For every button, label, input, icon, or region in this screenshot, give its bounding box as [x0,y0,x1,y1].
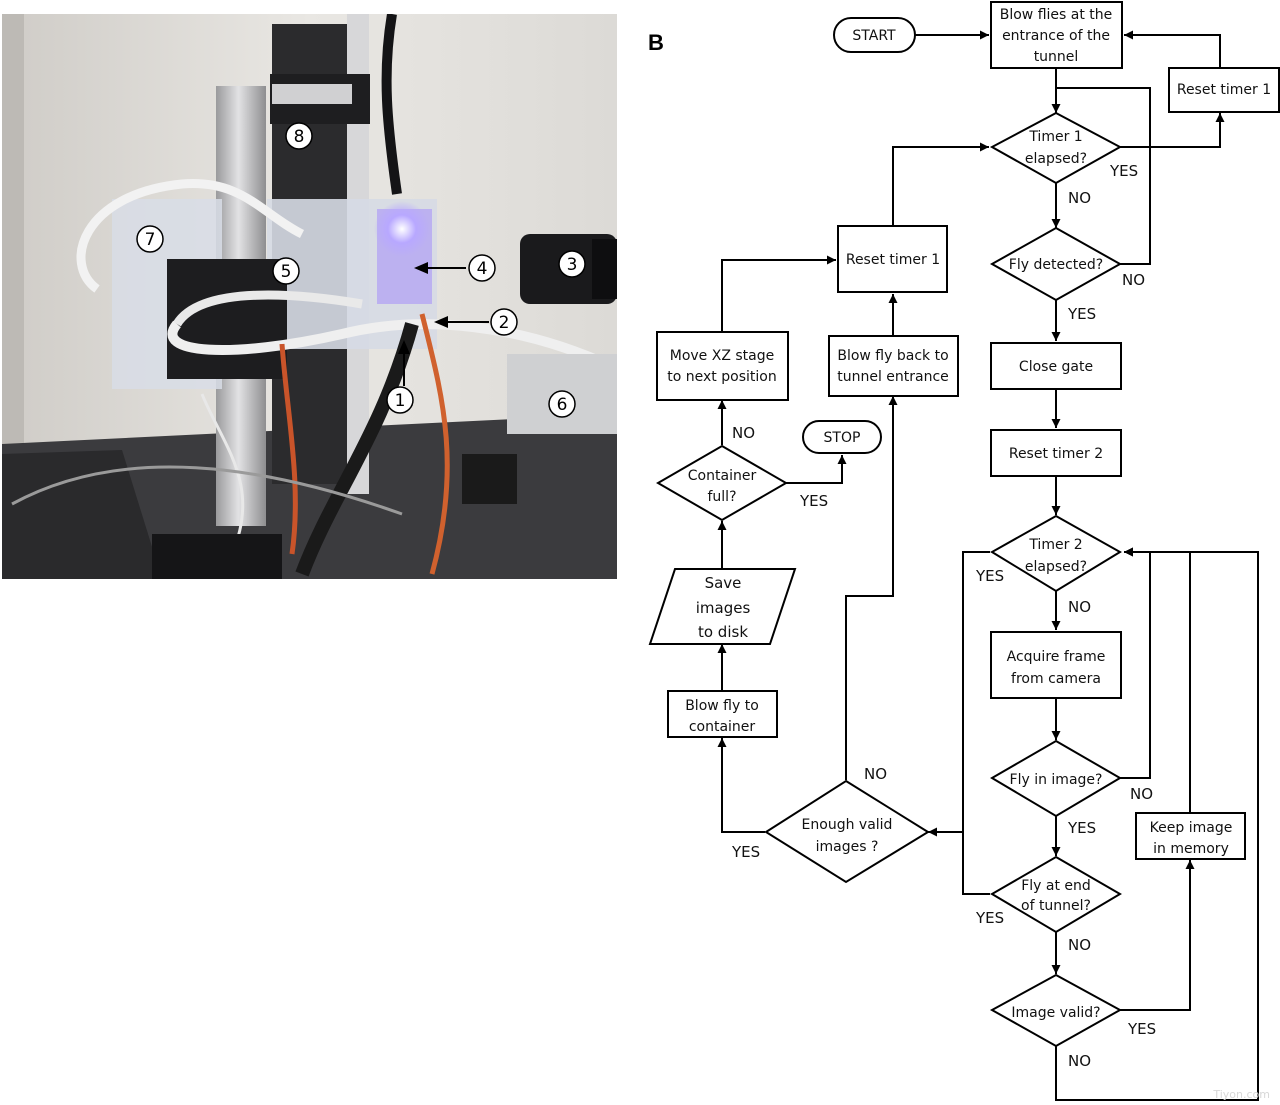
marker-7: 7 [136,225,164,253]
fly-detected-label: Fly detected? [1009,257,1103,273]
apparatus-photo: 1 2 3 4 5 6 7 8 [2,14,617,579]
blow-entrance-box [990,1,1123,69]
acquire-line2: from camera [1011,671,1101,687]
flyend-no-label: NO [1068,936,1091,954]
blow-entrance-line3: tunnel [1034,49,1079,65]
container-full-decision [656,444,788,522]
marker-3: 3 [558,250,586,278]
timer2-yes-label: YES [975,567,1004,585]
marker-1-label: 1 [395,391,406,411]
timer2-line2: elapsed? [1025,559,1087,575]
detected-yes-label: YES [1067,305,1096,323]
enough-valid-line1: Enough valid [802,817,893,833]
marker-4-label: 4 [477,259,488,279]
container-full-line2: full? [707,489,736,505]
timer2-line1: Timer 2 [1028,537,1082,553]
fly-detected-decision [989,226,1123,302]
flyimg-no-label: NO [1130,785,1153,803]
image-valid-label: Image valid? [1011,1005,1100,1021]
marker-1: 1 [386,340,414,414]
marker-6: 6 [548,390,576,418]
container-full-line1: Container [688,468,757,484]
close-gate-box [990,342,1122,390]
marker-3-label: 3 [567,255,578,275]
flyimg-yes-label: YES [1067,819,1096,837]
image-valid-decision [989,973,1123,1048]
keep-image-box [1135,812,1246,860]
panel-label-b: B [648,30,664,55]
save-images-io [648,568,797,645]
reset-timer1-top-box [1168,67,1280,113]
timer2-decision [990,514,1122,593]
enough-no-label: NO [864,765,887,783]
marker-6-label: 6 [557,395,568,415]
blow-entrance-line1: Blow flies at the [1000,7,1113,23]
marker-8: 8 [285,122,313,150]
keep-image-line2: in memory [1153,841,1229,857]
reset-timer2-box [990,429,1122,477]
blow-container-line1: Blow fly to [685,698,759,714]
stop-terminal [802,420,882,454]
save-images-line2: images [696,599,751,617]
keep-image-line1: Keep image [1150,820,1233,836]
blow-back-box [828,335,959,397]
timer1-yes-label: YES [1109,162,1138,180]
flowchart: START Blow flies at the entrance of the … [648,1,1280,1101]
marker-2: 2 [434,308,518,336]
reset-timer2-label: Reset timer 2 [1009,446,1103,462]
blow-container-box [667,690,778,738]
reset-timer1-top-label: Reset timer 1 [1177,82,1271,98]
timer1-line1: Timer 1 [1028,129,1082,145]
marker-2-label: 2 [499,313,510,333]
marker-5-label: 5 [281,262,292,282]
close-gate-label: Close gate [1019,359,1093,375]
blow-back-line1: Blow fly back to [837,348,948,364]
save-images-line1: Save [705,574,742,592]
timer1-decision [989,111,1123,185]
timer1-no-label: NO [1068,189,1091,207]
fly-end-line1: Fly at end [1021,878,1091,894]
move-xz-line2: to next position [667,369,776,385]
acquire-frame-box [990,631,1122,699]
full-yes-label: YES [799,492,828,510]
acquire-line1: Acquire frame [1007,649,1106,665]
reset-timer1-mid-box [837,225,948,293]
move-xz-line1: Move XZ stage [670,348,775,364]
start-terminal [833,17,916,53]
reset-timer1-mid-label: Reset timer 1 [846,252,940,268]
timer1-line2: elapsed? [1025,151,1087,167]
detected-no-label: NO [1122,271,1145,289]
enough-yes-label: YES [731,843,760,861]
full-no-label: NO [732,424,755,442]
enough-valid-decision [764,779,930,884]
stop-label: STOP [824,430,861,446]
start-label: START [852,28,896,44]
enough-valid-line2: images ? [816,839,879,855]
valid-yes-label: YES [1127,1020,1156,1038]
fly-at-end-decision [990,855,1122,934]
flyend-yes-label: YES [975,909,1004,927]
fly-in-image-label: Fly in image? [1010,772,1103,788]
fly-in-image-decision [990,739,1122,818]
marker-7-label: 7 [145,230,156,250]
blow-entrance-line2: entrance of the [1002,28,1110,44]
marker-5: 5 [272,257,300,285]
blow-back-line2: tunnel entrance [837,369,949,385]
valid-no-label: NO [1068,1052,1091,1070]
save-images-line3: to disk [698,623,748,641]
watermark-text: Tiyon.com [1213,1088,1270,1101]
blow-container-line2: container [689,719,756,735]
timer2-no-label: NO [1068,598,1091,616]
marker-4: 4 [414,254,496,282]
fly-end-line2: of tunnel? [1021,898,1091,914]
move-xz-box [656,331,789,401]
marker-8-label: 8 [294,127,305,147]
